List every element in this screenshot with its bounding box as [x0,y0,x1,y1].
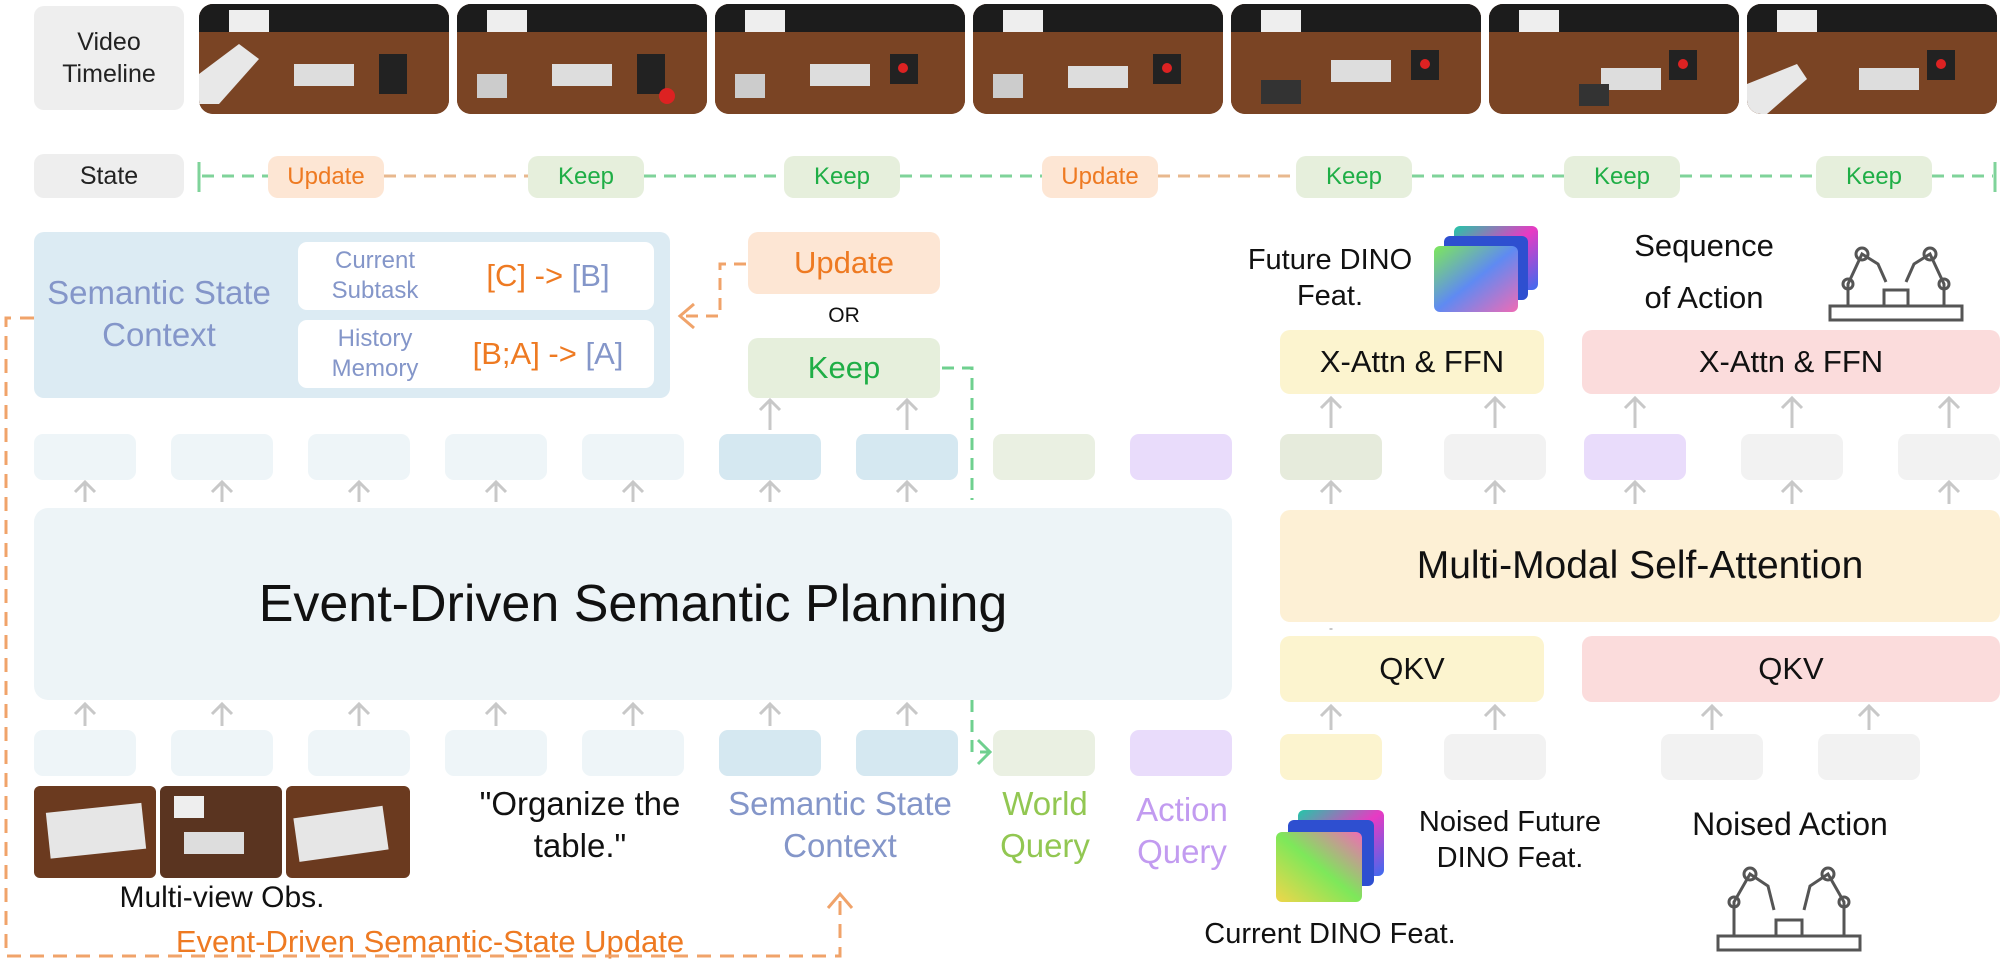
frame-image [457,4,707,114]
robot-arms-bottom-image [1714,850,1864,954]
current-dino-feat-image [1268,806,1392,910]
video-frame [1747,4,1997,114]
input-token [445,730,547,776]
instruction-text: "Organize the table." [479,785,681,864]
multi-modal-self-attention-box: Multi-Modal Self-Attention [1280,510,2000,622]
state-pill-keep: Keep [1816,156,1932,198]
decision-update-box: Update [748,232,940,294]
output-token-semantic [719,434,821,480]
decision-or-text: OR [828,304,860,327]
state-pill-update: Update [268,156,384,198]
right-output-token-action [1584,434,1686,480]
right-input-token [1444,734,1546,780]
input-token-action [1130,730,1232,776]
state-pill-update: Update [1042,156,1158,198]
decision-keep-box: Keep [748,338,940,398]
video-frame [715,4,965,114]
multiview-obs-label: Multi-view Obs. [119,881,325,914]
world-query-label: World Query [1000,785,1090,864]
video-frame [1489,4,1739,114]
right-input-token [1661,734,1763,780]
right-output-token [1444,434,1546,480]
semantic-state-input-label: Semantic State Context [728,785,952,864]
history-memory-label: History Memory [331,325,419,382]
output-token-action [1130,434,1232,480]
output-token [582,434,684,480]
current-subtask-label: Current Subtask [331,247,419,304]
current-subtask-row [298,242,654,310]
right-output-token [1741,434,1843,480]
video-frames [199,4,2000,114]
future-dino-feat-image [1428,222,1548,322]
event-driven-update-loop-label: Event-Driven Semantic-State Update [175,924,685,959]
noised-action-label: Noised Action [1692,805,1888,842]
input-token [171,730,273,776]
input-token [308,730,410,776]
state-label: State [34,154,184,198]
state-pill-keep: Keep [784,156,900,198]
right-input-token [1818,734,1920,780]
input-token-world [993,730,1095,776]
right-output-token-world [1280,434,1382,480]
frame-image [715,4,965,114]
x-attn-ffn-action: X-Attn & FFN [1582,330,2000,394]
current-subtask-new: [B] [571,258,610,293]
multiview-obs-images [34,786,410,878]
frame-image [973,4,1223,114]
future-dino-feat-label: Future DINO Feat. [1247,244,1413,312]
output-token [171,434,273,480]
input-token [582,730,684,776]
output-token [445,434,547,480]
right-input-token-dino [1280,734,1382,780]
x-attn-ffn-world: X-Attn & FFN [1280,330,1544,394]
dino-feature-stack-icon [1276,810,1384,902]
state-pill-keep: Keep [1564,156,1680,198]
robot-arms-icon [1716,866,1862,952]
dino-feature-stack-icon [1434,226,1538,312]
history-memory-new: [A] [585,336,624,371]
history-memory-old: [B;A] -> [472,336,586,371]
output-token-world [993,434,1095,480]
noised-future-dino-label: Noised Future DINO Feat. [1418,806,1602,874]
current-dino-feat-label: Current DINO Feat. [1204,917,1456,950]
video-frame [199,4,449,114]
right-output-token [1898,434,2000,480]
output-token-semantic [856,434,958,480]
input-token-semantic [719,730,821,776]
video-frame [457,4,707,114]
input-token [34,730,136,776]
video-frame [973,4,1223,114]
current-subtask-old: [C] -> [486,258,572,293]
state-pill-keep: Keep [528,156,644,198]
frame-image [1231,4,1481,114]
video-timeline-label: Video Timeline [34,6,184,110]
history-memory-value: [B;A] -> [A] [448,320,648,388]
input-token-semantic [856,730,958,776]
multiview-image [34,786,410,878]
semantic-state-context-title: Semantic State Context [47,274,271,353]
frame-image [1489,4,1739,114]
action-query-label: Action Query [1136,791,1228,870]
robot-arms-icon [1828,246,1964,322]
qkv-world-box: QKV [1280,636,1544,702]
output-token [34,434,136,480]
frame-image [199,4,449,114]
frame-image [1747,4,1997,114]
current-subtask-value: [C] -> [B] [448,242,648,310]
sequence-of-action-label: Sequence of Action [1634,228,1774,315]
robot-arms-top-image [1826,224,1966,324]
output-token [308,434,410,480]
state-pill-keep: Keep [1296,156,1412,198]
video-frame [1231,4,1481,114]
qkv-action-box: QKV [1582,636,2000,702]
event-driven-semantic-planning-box: Event-Driven Semantic Planning [34,508,1232,700]
